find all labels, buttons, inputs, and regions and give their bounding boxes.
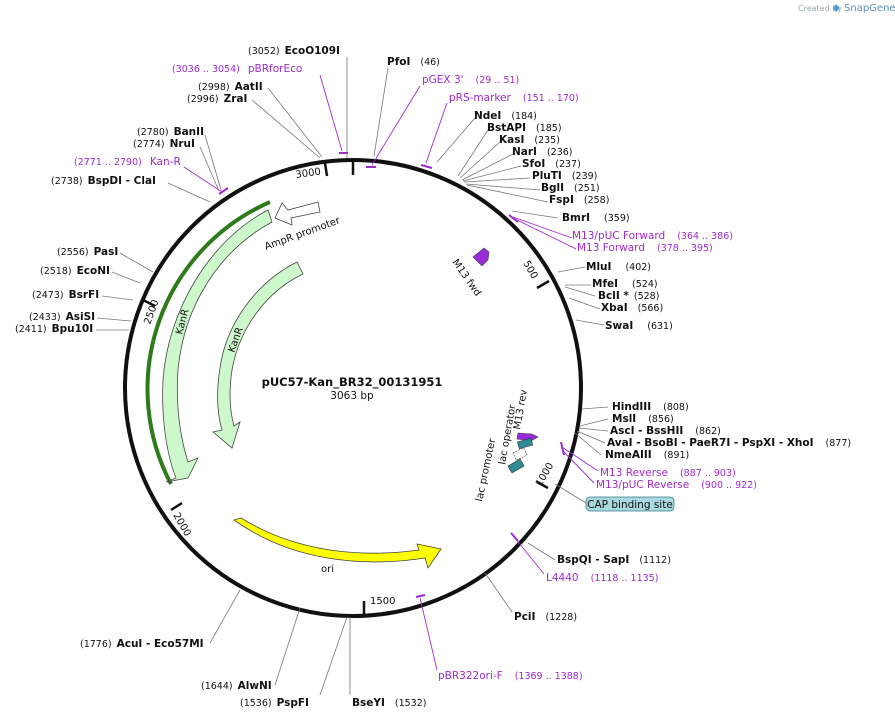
kanr-inner-arrow xyxy=(212,261,304,449)
site-nrui: (2774)NruI xyxy=(133,138,195,150)
primer-bar-m13-reverse xyxy=(560,441,565,456)
site-bseyi: BseYI(1532) xyxy=(352,697,426,709)
snapgene-logo-icon xyxy=(833,4,840,12)
site-fspi: FspI(258) xyxy=(549,194,609,206)
ori-arrow xyxy=(233,517,442,569)
plasmid-length: 3063 bp xyxy=(330,390,374,402)
site-bstapi: BstAPI(185) xyxy=(487,122,562,134)
site-pasi: (2556)PasI xyxy=(57,246,118,258)
site-pluti: PluTI(239) xyxy=(532,170,597,182)
site-msli: MslI(856) xyxy=(612,413,674,425)
site-pfoi: PfoI(46) xyxy=(387,56,440,68)
lac-promoter-box xyxy=(512,447,528,461)
tick-500 xyxy=(536,279,550,290)
cap-binding-site-label: CAP binding site xyxy=(587,499,673,511)
site-pspfi: (1536)PspFI xyxy=(240,697,309,709)
site-avai-group: AvaI - BsoBI - PaeR7I - PspXI - XhoI(877… xyxy=(607,437,851,449)
site-asci-bsshii: AscI - BssHII(862) xyxy=(610,425,721,437)
site-nari: NarI(236) xyxy=(512,146,573,158)
feature-m13-puc-reverse: M13/pUC Reverse(900 .. 922) xyxy=(596,479,757,491)
backbone-circle xyxy=(123,158,583,618)
site-kasi: KasI(235) xyxy=(499,134,560,146)
site-nmeaiii: NmeAIII(891) xyxy=(605,449,689,461)
site-bspdi-clai: (2738)BspDI - ClaI xyxy=(51,175,156,187)
primer-bar-kan-r xyxy=(218,187,229,195)
site-asisi: (2433)AsiSI xyxy=(29,311,95,323)
site-acui-eco57mi: (1776)AcuI - Eco57MI xyxy=(80,638,204,650)
site-ndei: NdeI(184) xyxy=(474,110,537,122)
m13-rev-arrow xyxy=(516,432,539,442)
feature-m13-forward: M13 Forward(378 .. 395) xyxy=(577,242,713,254)
feature-m13-reverse: M13 Reverse(887 .. 903) xyxy=(600,467,736,479)
credit-text: Created by xyxy=(798,4,842,13)
feature-m13-puc-forward: M13/pUC Forward(364 .. 386) xyxy=(572,230,733,242)
tick-1000 xyxy=(536,480,549,490)
cap-leader xyxy=(554,483,587,504)
tick-label-1500: 1500 xyxy=(370,596,395,607)
kanr-outer-label: KanR xyxy=(174,308,191,336)
site-econi: (2518)EcoNI xyxy=(40,265,110,277)
kanr-highlight-arc xyxy=(145,200,271,485)
ampr-promoter-label: AmpR promoter xyxy=(263,215,342,253)
feature-prs-marker: pRS-marker(151 .. 170) xyxy=(449,92,579,104)
site-pcii: PciI(1228) xyxy=(514,611,577,623)
primer-bar-m13-puc-forward xyxy=(508,214,519,223)
site-mfei: MfeI(524) xyxy=(592,278,658,290)
ampr-promoter-arrow xyxy=(274,201,321,226)
lac-operator-box xyxy=(517,437,534,450)
site-bmri: BmrI(359) xyxy=(562,212,630,224)
feature-leader-lines xyxy=(183,74,599,671)
cap-binding-site-badge[interactable]: CAP binding site xyxy=(585,496,675,512)
feature-kan-r: (2771 .. 2790)Kan-R xyxy=(74,156,181,168)
site-banii: (2780)BanII xyxy=(137,126,204,138)
site-hindiii: HindIII(808) xyxy=(612,401,689,413)
kanr-inner-label: KanR xyxy=(226,326,245,354)
m13-fwd-label: M13 fwd xyxy=(450,257,483,298)
site-sfoi: SfoI(237) xyxy=(522,158,581,170)
site-aatii: (2998)AatII xyxy=(198,81,263,93)
site-swai: SwaI(631) xyxy=(605,320,673,332)
ori-label: ori xyxy=(321,564,334,575)
site-ecoo109i: (3052)EcoO109I xyxy=(248,45,340,57)
site-bpu10i: (2411)Bpu10I xyxy=(15,323,93,335)
site-zrai: (2996)ZraI xyxy=(187,93,247,105)
feature-pbr322ori-f: pBR322ori-F(1369 .. 1388) xyxy=(438,670,583,682)
site-bsrfi: (2473)BsrFI xyxy=(32,289,99,301)
site-xbai: XbaI(566) xyxy=(601,302,663,314)
site-alwni: (1644)AlwNI xyxy=(201,680,272,692)
site-leader-lines xyxy=(96,57,609,696)
tick-2000 xyxy=(170,501,183,512)
tick-label-3000: 3000 xyxy=(295,167,322,181)
feature-l4440: L4440(1118 .. 1135) xyxy=(546,572,658,584)
site-mlui: MluI(402) xyxy=(586,261,651,273)
lac-promoter-label: lac promoter xyxy=(474,437,498,503)
m13-fwd-arrow xyxy=(472,247,490,267)
feature-pbrforeco: (3036 .. 3054)pBRforEco xyxy=(172,63,302,75)
site-bspqi-sapi: BspQI - SapI(1112) xyxy=(557,554,671,566)
feature-pgex3: pGEX 3'(29 .. 51) xyxy=(422,74,519,86)
brand-text: SnapGene xyxy=(844,3,895,14)
tick-2500 xyxy=(142,298,156,308)
primer-bar-pbr322ori-f xyxy=(415,594,426,598)
tick-label-2000: 2000 xyxy=(170,511,192,539)
site-bcli: BclI *(528) xyxy=(598,290,659,302)
tick-label-1000: 1000 xyxy=(534,461,556,489)
lac-promoter-arrow xyxy=(507,458,525,474)
tick-3000 xyxy=(323,162,329,177)
tick-label-500: 500 xyxy=(520,259,539,281)
site-bgli: BglI(251) xyxy=(541,182,600,194)
kanr-outer-arrow xyxy=(162,209,273,483)
plasmid-name: pUC57-Kan_BR32_00131951 xyxy=(262,375,443,390)
primer-bar-prs-marker xyxy=(420,164,433,169)
